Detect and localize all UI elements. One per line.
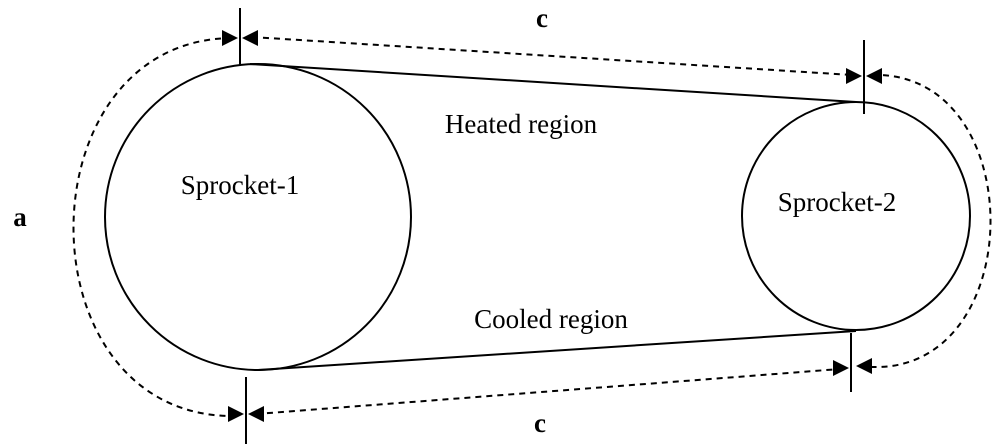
chain-upper-strand [249, 63, 857, 103]
label-heated-region: Heated region [445, 109, 598, 139]
dimension-a-left-arc [72, 37, 237, 418]
dimension-c-bottom-line [255, 368, 841, 415]
label-c-top: c [536, 3, 548, 33]
arrowhead-bottom-left-a [228, 406, 244, 422]
dimension-right-arc [871, 73, 992, 369]
label-sprocket-1: Sprocket-1 [181, 170, 299, 200]
arrowhead-top-right-c [846, 68, 862, 84]
arrowhead-top-left-c [242, 30, 258, 46]
dimension-c-top-line [251, 36, 853, 76]
sprocket-1-circle [104, 63, 412, 371]
arrowhead-bottom-left-c [248, 406, 264, 422]
label-cooled-region: Cooled region [474, 304, 628, 334]
label-sprocket-2: Sprocket-2 [778, 187, 896, 217]
arrowhead-top-left-a [222, 30, 238, 46]
label-c-bottom: c [534, 408, 546, 438]
label-a: a [13, 202, 27, 232]
chain-lower-strand [257, 330, 857, 371]
arrowhead-bottom-right-arc [856, 358, 872, 374]
arrowhead-bottom-right-c [833, 360, 849, 376]
arrowhead-top-right-arc [866, 68, 882, 84]
